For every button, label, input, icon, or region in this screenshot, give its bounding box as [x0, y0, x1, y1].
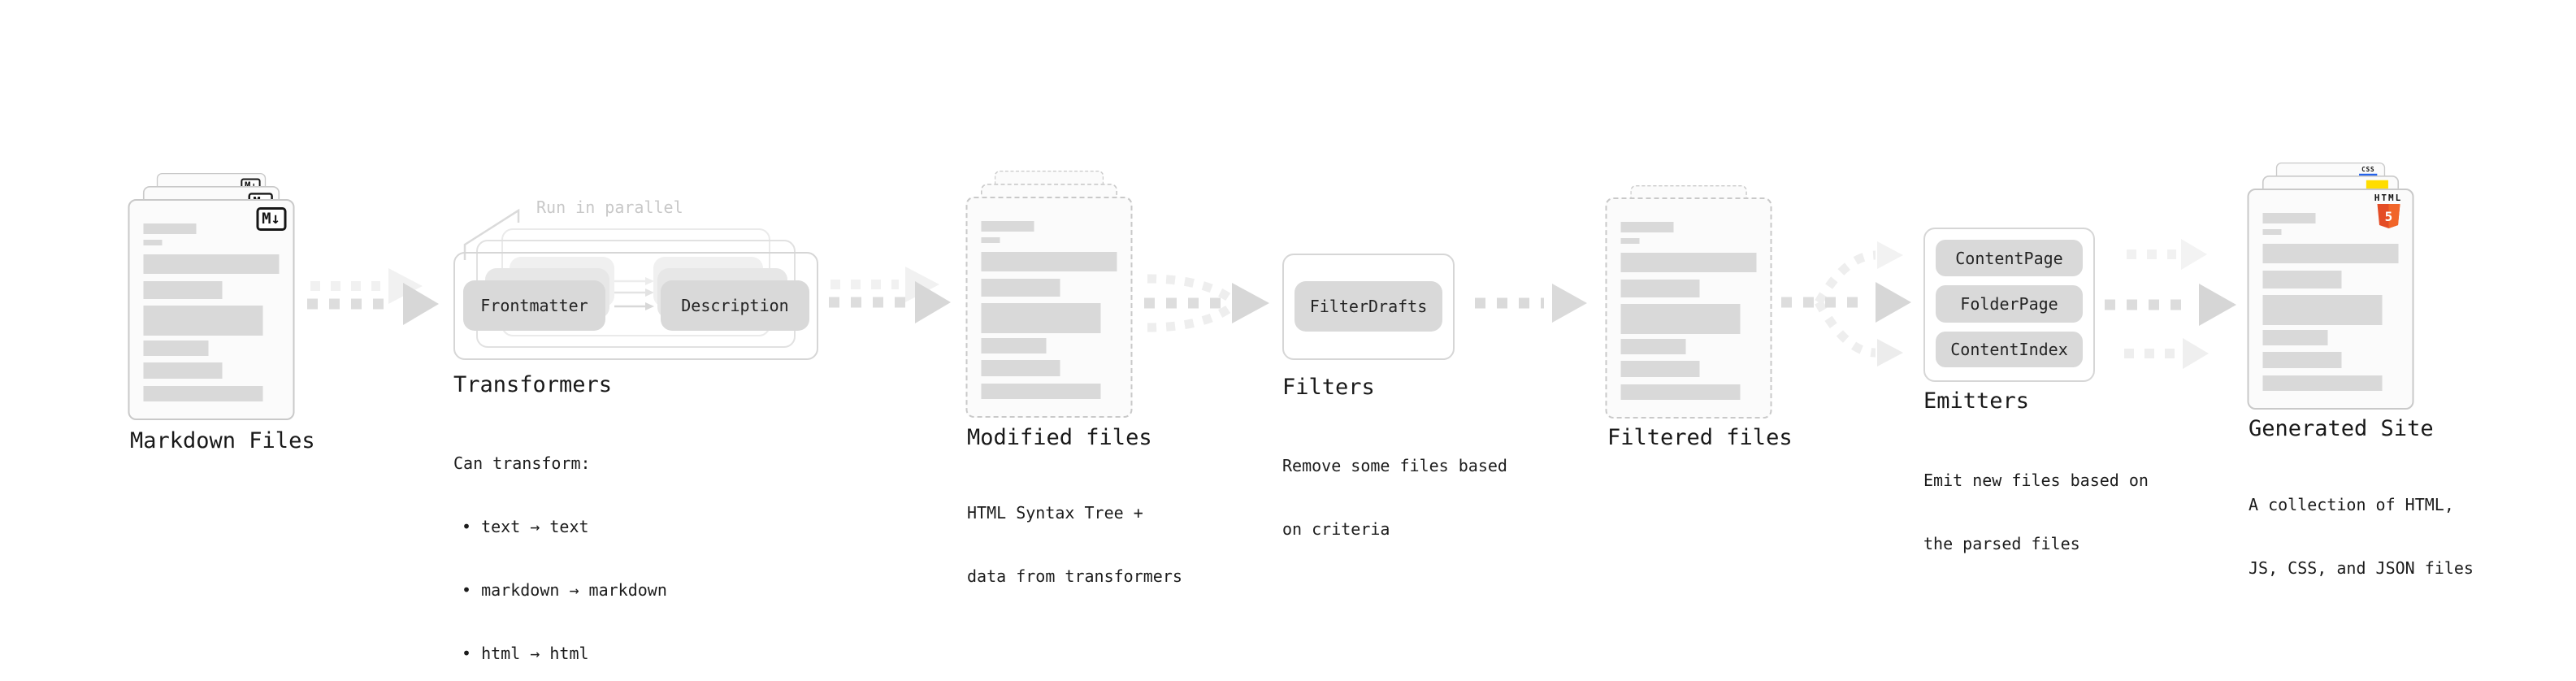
filtered-files-stack: [1605, 185, 1772, 419]
html-file-card: HTML 5: [2247, 189, 2413, 410]
modified-file-card: [965, 197, 1132, 418]
html5-shield: 5: [2377, 204, 2400, 228]
stage-label-modified-files: Modified files: [967, 425, 1152, 450]
desc-line: Remove some files based: [1282, 456, 1507, 475]
stage-label-generated-site: Generated Site: [2249, 416, 2434, 441]
desc-line: A collection of HTML,: [2249, 495, 2454, 514]
file-content-placeholder: [129, 201, 293, 401]
emitters-box: ContentPage FolderPage ContentIndex: [1923, 228, 2095, 382]
desc-line: Can transform:: [453, 453, 591, 473]
emitter-pill-contentindex: ContentIndex: [1936, 332, 2083, 367]
arrow-transformers-to-modified: [829, 267, 951, 323]
css-icon-bar: [2358, 173, 2377, 177]
filtered-file-card: [1605, 197, 1772, 419]
css-icon: CSS: [2358, 167, 2378, 177]
desc-line: the parsed files: [1923, 534, 2080, 553]
arrow-markdown-to-transformers: [307, 268, 439, 325]
desc-line: on criteria: [1282, 519, 1390, 539]
emitter-pill-folderpage: FolderPage: [1936, 285, 2083, 323]
filter-pill-filterdrafts: FilterDrafts: [1295, 281, 1442, 332]
desc-line: • text → text: [462, 517, 589, 536]
emitter-pill-contentpage: ContentPage: [1936, 240, 2083, 276]
desc-line: JS, CSS, and JSON files: [2249, 558, 2474, 578]
arrow-filters-to-filtered: [1475, 284, 1587, 323]
markdown-icon: M↓: [256, 207, 286, 231]
transformer-pill-frontmatter: Frontmatter: [463, 280, 605, 331]
file-content-placeholder: [2249, 190, 2412, 391]
markdown-file-card: M↓: [128, 199, 294, 420]
modified-files-stack: [965, 171, 1132, 418]
stage-label-transformers: Transformers: [453, 372, 613, 397]
file-content-placeholder: [967, 198, 1130, 399]
html5-icon-word: HTML: [2374, 193, 2403, 203]
desc-line: data from transformers: [967, 566, 1182, 586]
arrow-modified-to-filters: [1144, 274, 1269, 332]
css-icon-label: CSS: [2361, 165, 2374, 174]
transformer-box-front: Frontmatter Description: [453, 252, 818, 360]
stage-desc-generated-site: A collection of HTML, JS, CSS, and JSON …: [2249, 452, 2474, 621]
desc-line: • markdown → markdown: [462, 580, 667, 600]
file-content-placeholder: [1607, 199, 1770, 400]
stage-desc-transformers: Can transform: • text → text • markdown …: [453, 410, 667, 681]
stage-desc-modified-files: HTML Syntax Tree + data from transformer…: [967, 460, 1182, 629]
arrow-emitters-to-generated: [2105, 239, 2236, 369]
desc-line: Emit new files based on: [1923, 471, 2149, 490]
stage-desc-filters: Remove some files based on criteria: [1282, 413, 1507, 582]
stage-label-filtered-files: Filtered files: [1607, 425, 1793, 450]
stage-label-filters: Filters: [1282, 375, 1375, 400]
generated-site-stack: CSS HTML 5: [2247, 163, 2413, 410]
run-in-parallel-annotation: Run in parallel: [536, 197, 683, 217]
markdown-files-stack: M↓ M↓ M↓: [128, 173, 294, 420]
stage-label-emitters: Emitters: [1923, 388, 2030, 414]
transformer-pill-description: Description: [661, 280, 809, 331]
html5-icon: HTML 5: [2374, 193, 2403, 228]
filters-box: FilterDrafts: [1282, 254, 1455, 360]
arrow-filtered-to-emitters: [1781, 241, 1911, 367]
desc-line: • html → html: [462, 644, 589, 663]
desc-line: HTML Syntax Tree +: [967, 503, 1143, 523]
stage-label-markdown-files: Markdown Files: [130, 428, 315, 453]
stage-desc-emitters: Emit new files based on the parsed files: [1923, 427, 2149, 596]
html5-icon-number: 5: [2384, 209, 2392, 224]
